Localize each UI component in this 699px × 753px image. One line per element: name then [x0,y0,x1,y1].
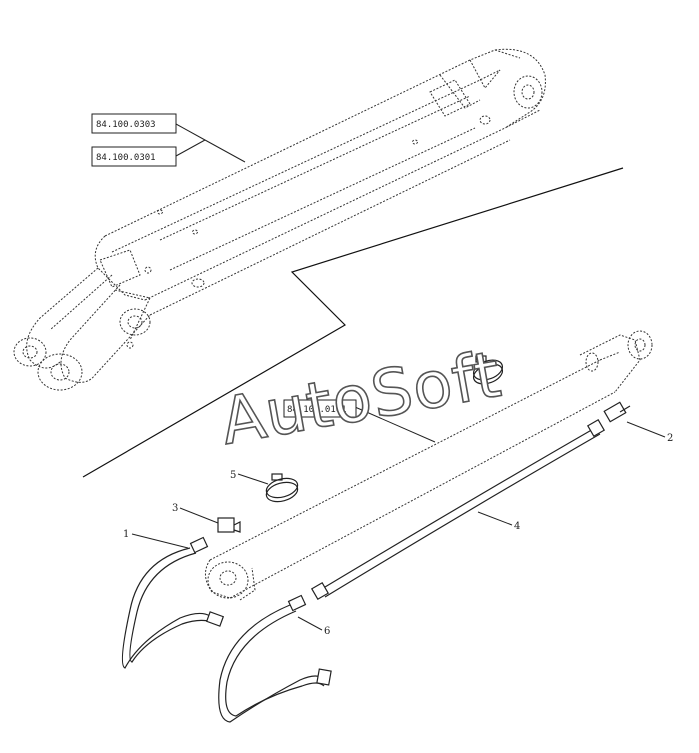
callout-5: 5 [230,470,236,481]
hydraulic-cylinder [205,330,653,601]
boom-arm [13,48,546,391]
reference-label-a: 84.100.0303 [96,120,156,130]
reference-box-c: 84.100.0101 [283,399,357,418]
cylinder-leader [354,406,436,443]
fitting-part-2 [603,401,631,423]
hose-clamp-upper [472,355,504,385]
reference-label-b: 84.100.0301 [96,153,156,163]
callout-1: 1 [123,529,129,540]
boom-leader [175,123,246,163]
fitting-part-3 [217,517,241,533]
flexible-hose-part-1 [121,536,225,669]
reference-label-c: 84.100.0101 [287,405,347,415]
flexible-hose-part-6 [218,594,332,723]
callout-3: 3 [172,503,178,514]
callout-6: 6 [324,626,330,637]
hose-clamp-part-5 [265,473,299,503]
callout-4: 4 [514,521,520,532]
callout-2: 2 [667,433,673,444]
callouts: 1 2 3 4 5 6 [123,433,673,637]
watermark: AutoSoft [215,338,506,460]
section-divider [82,167,624,478]
callout-leaders [131,421,666,631]
rigid-pipe [310,418,606,601]
reference-box-b: 84.100.0301 [91,146,177,167]
reference-box-a: 84.100.0303 [91,113,177,134]
